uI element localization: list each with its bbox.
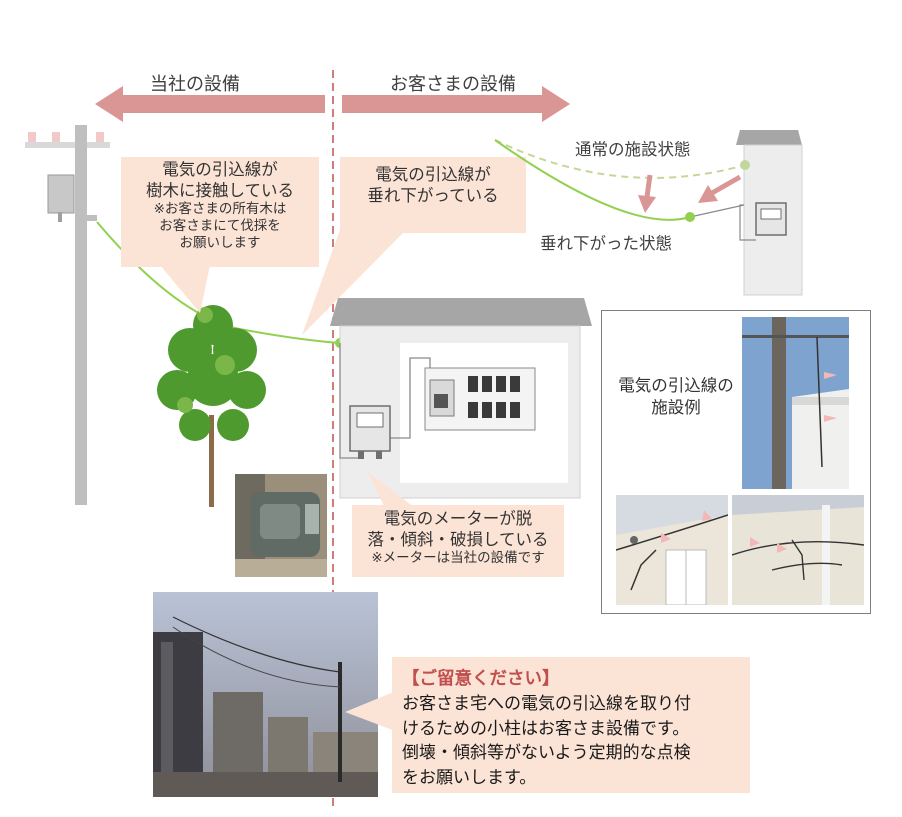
sag-comparison-diagram [494, 130, 803, 296]
tree-illustration [157, 305, 266, 507]
left-arrow [95, 86, 325, 122]
sagged-state-label: 垂れ下がった状態 [540, 234, 672, 253]
warning-title: 【ご留意ください】 [402, 669, 560, 689]
company-facilities-label: 当社の設備 [150, 74, 240, 95]
example-photo-house-wall [616, 495, 728, 605]
callout-tree-contact: 電気の引込線が 樹木に接触している ※お客さまの所有木は お客さまにて伐採を お… [121, 157, 319, 267]
callout-meter: 電気のメーターが脱 落・傾斜・破損している ※メーターは当社の設備です [352, 505, 564, 577]
warning-pointer [345, 688, 403, 734]
warning-line-2: けるための小柱はお客さま設備です。 [402, 718, 690, 739]
meter-photo [235, 474, 327, 577]
small-pole-photo [153, 592, 378, 797]
utility-pole-illustration [25, 125, 110, 505]
examples-frame: 電気の引込線の 施設例 [601, 310, 871, 614]
examples-label: 電気の引込線の 施設例 [618, 376, 734, 418]
example-photo-pole [742, 317, 849, 489]
callout-meter-pointer [368, 472, 415, 508]
callout-tree-pointer [160, 265, 210, 313]
right-arrow [342, 86, 570, 122]
warning-line-4: をお願いします。 [402, 767, 537, 788]
normal-state-label: 通常の施設状態 [575, 140, 691, 159]
customer-facilities-label: お客さまの設備 [390, 74, 516, 95]
callout-sagging-pointer [302, 230, 406, 335]
callout-sagging: 電気の引込線が 垂れ下がっている [340, 157, 526, 233]
warning-line-1: お客さま宅への電気の引込線を取り付 [402, 694, 691, 714]
warning-box: 【ご留意ください】 お客さま宅への電気の引込線を取り付 けるための小柱はお客さま… [392, 657, 750, 793]
example-photo-house-corner [732, 495, 864, 605]
warning-line-3: 倒壊・傾斜等がないよう定期的な点検 [402, 743, 691, 764]
house-illustration [330, 298, 592, 499]
